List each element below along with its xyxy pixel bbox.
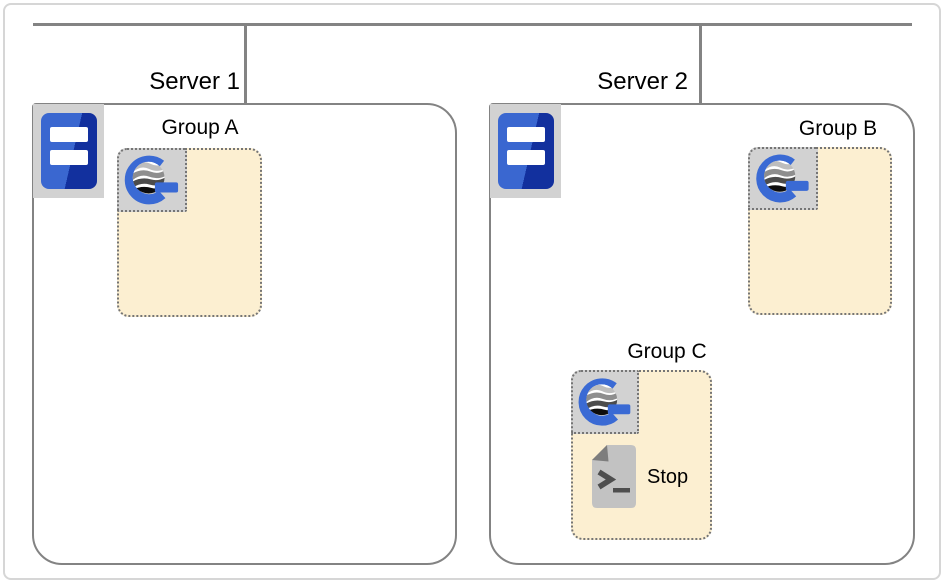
group-a-label: Group A: [161, 116, 239, 139]
page-border: [3, 3, 941, 580]
stop-script-label: Stop: [647, 466, 689, 488]
script-file-icon[interactable]: [592, 445, 636, 508]
server-drive-slot: [49, 150, 88, 165]
script-file-glyph: [592, 445, 636, 508]
group-b-label: Group B: [798, 117, 878, 140]
network-trunk-line: [33, 23, 912, 26]
server-drive-slot: [506, 127, 545, 142]
server1-label: Server 1: [149, 68, 240, 95]
g-logo-glyph: [578, 378, 631, 426]
g-logo-glyph: [124, 155, 179, 205]
server-tower-icon[interactable]: [490, 104, 561, 198]
server2-label: Server 2: [597, 68, 688, 95]
server-drive-slot: [506, 150, 545, 165]
server-tower-glyph: [497, 113, 554, 189]
group-c-label: Group C: [627, 340, 707, 363]
server-drive-slot: [49, 127, 88, 142]
server-tower-icon[interactable]: [33, 104, 104, 198]
glassfish-g-globe-icon[interactable]: [117, 148, 187, 212]
g-logo-glyph: [756, 154, 809, 203]
server-tower-glyph: [40, 113, 97, 189]
glassfish-g-globe-icon[interactable]: [748, 147, 818, 210]
server2-connector-line: [699, 25, 702, 103]
glassfish-g-globe-icon[interactable]: [571, 370, 639, 434]
server1-connector-line: [244, 25, 247, 103]
